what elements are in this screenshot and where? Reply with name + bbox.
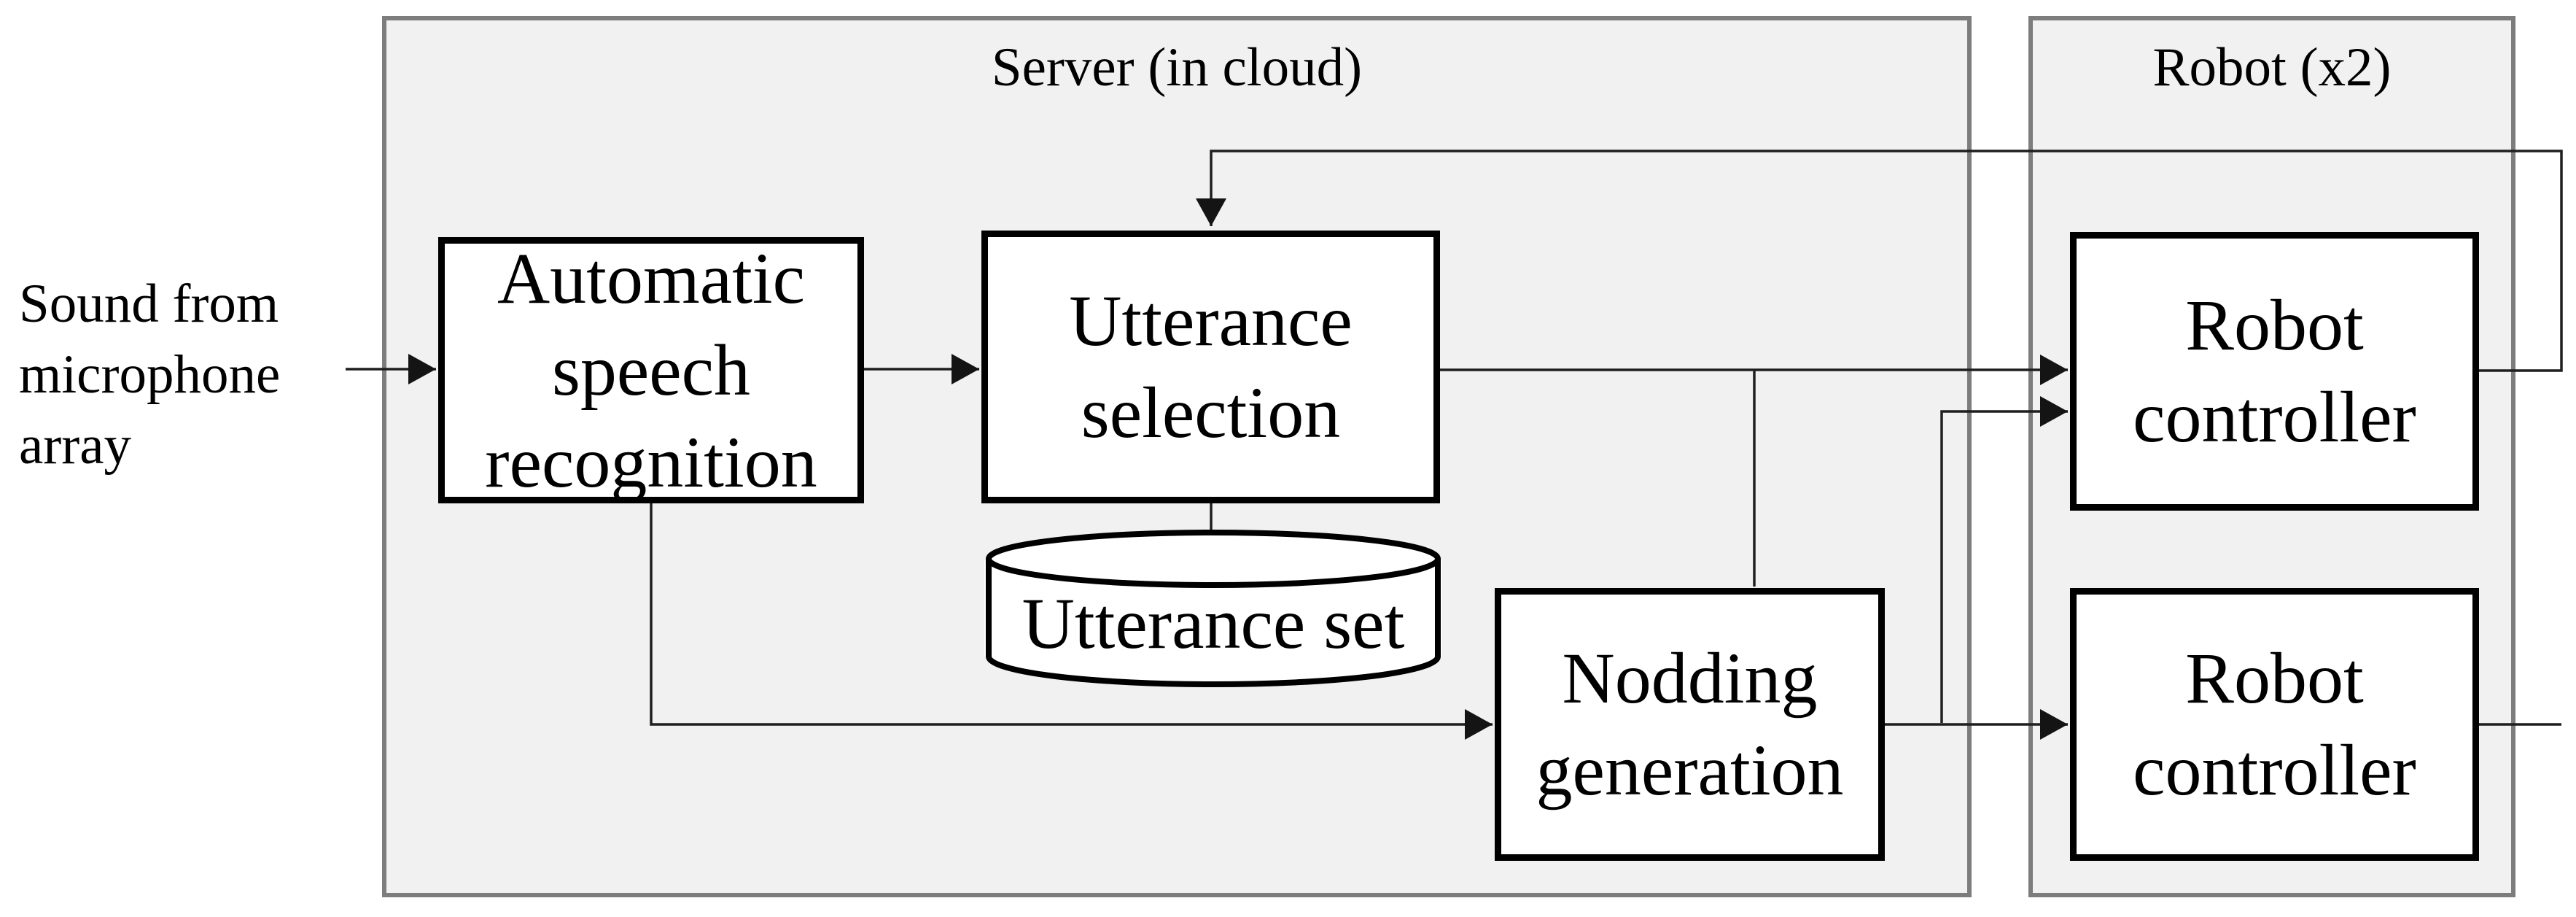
edge-feedback-rc1-to-utterance-selection xyxy=(1196,150,2563,372)
asr-line-3: recognition xyxy=(485,421,817,503)
robot-controller-2-line-2: controller xyxy=(2133,730,2416,810)
nodding-line-2: generation xyxy=(1536,730,1844,810)
asr-line-1: Automatic xyxy=(497,237,806,319)
utterance-selection-line-1: Utterance xyxy=(1069,280,1353,361)
robot-controller-1-line-2: controller xyxy=(2133,376,2416,457)
server-group-title: Server (in cloud) xyxy=(991,37,1363,98)
utterance-selection-line-2: selection xyxy=(1081,372,1341,453)
robot-group-title: Robot (x2) xyxy=(2152,37,2392,98)
utterance-set-label: Utterance set xyxy=(1022,583,1405,664)
sound-input-line-1: Sound from xyxy=(19,274,279,334)
node-automatic-speech-recognition: Automatic speech recognition xyxy=(438,237,864,503)
sound-input-line-2: microphone xyxy=(19,344,281,405)
cylinder-top xyxy=(986,530,1441,588)
robot-controller-2-line-1: Robot xyxy=(2185,638,2364,719)
node-robot-controller-2: Robot controller xyxy=(2070,588,2479,861)
asr-line-2: speech xyxy=(551,329,751,411)
nodding-line-1: Nodding xyxy=(1562,638,1818,719)
node-utterance-selection: Utterance selection xyxy=(981,231,1440,503)
edge-asr-to-nodding xyxy=(650,502,1493,740)
sound-input-label: Sound from microphone array xyxy=(19,268,362,481)
node-nodding-generation: Nodding generation xyxy=(1495,588,1885,861)
edge-nodding-branch-to-robot-controller-1 xyxy=(1940,396,2068,723)
robot-controller-1-line-1: Robot xyxy=(2185,285,2364,365)
node-robot-controller-1: Robot controller xyxy=(2070,232,2479,511)
sound-input-line-3: array xyxy=(19,415,132,476)
utterance-set-cylinder xyxy=(984,530,1442,687)
